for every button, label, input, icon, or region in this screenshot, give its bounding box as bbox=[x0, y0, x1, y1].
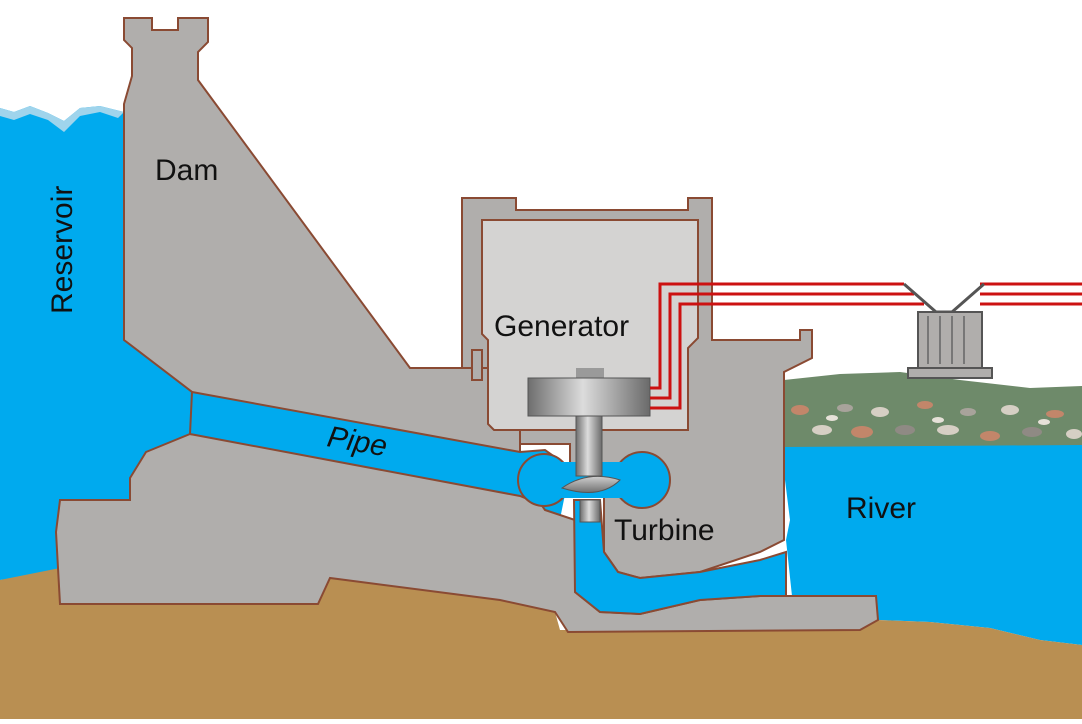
dam-body bbox=[123, 17, 521, 460]
generator-label: Generator bbox=[494, 310, 629, 343]
transformer-icon bbox=[903, 282, 993, 379]
river-bank-stones bbox=[791, 401, 1082, 441]
turbine-shaft bbox=[575, 415, 603, 477]
draft-tube bbox=[572, 499, 787, 616]
generator-rotor bbox=[527, 377, 651, 417]
dam-label: Dam bbox=[155, 154, 218, 187]
turbine-runner bbox=[560, 475, 621, 493]
river-label: River bbox=[846, 492, 916, 525]
reservoir-wave-highlights bbox=[0, 106, 124, 132]
turbine-hub bbox=[579, 499, 601, 523]
door-slot bbox=[471, 349, 483, 381]
turbine-label: Turbine bbox=[614, 514, 715, 547]
river-water bbox=[780, 440, 1082, 645]
power-lines bbox=[650, 282, 1082, 410]
generator-cap bbox=[576, 368, 604, 378]
reservoir-label: Reservoir bbox=[46, 186, 79, 314]
